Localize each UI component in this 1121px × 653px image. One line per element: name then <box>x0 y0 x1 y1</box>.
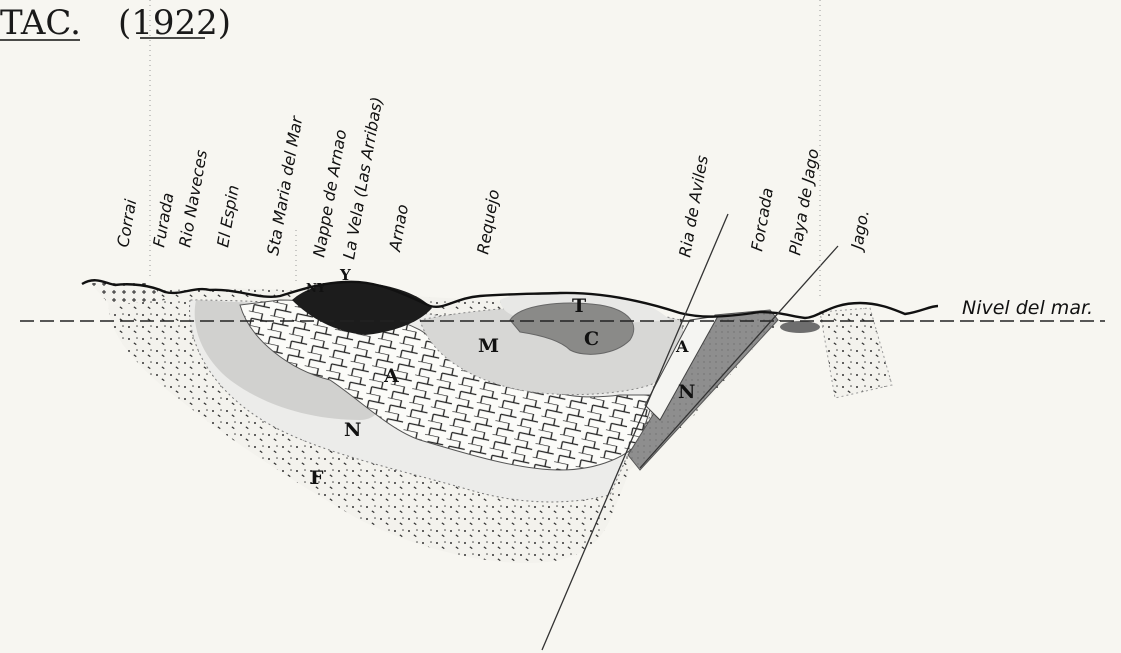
title-main: TAC. <box>0 3 81 43</box>
title-year: (1922) <box>118 3 231 43</box>
sea-level-label: Nivel del mar. <box>962 297 1093 319</box>
unit-label-NY: NY <box>306 281 326 295</box>
unit-label-A-right: A <box>675 337 689 356</box>
jago-lens <box>780 321 820 333</box>
unit-label-Y: Y <box>339 266 351 284</box>
unit-label-N-right: N <box>678 381 695 403</box>
unit-label-T: T <box>572 295 586 317</box>
unit-label-M: M <box>478 335 499 357</box>
unit-label-C: C <box>584 328 599 350</box>
unit-label-N: N <box>344 419 361 441</box>
unit-label-F: F <box>310 467 324 489</box>
unit-label-A: A <box>383 365 399 387</box>
